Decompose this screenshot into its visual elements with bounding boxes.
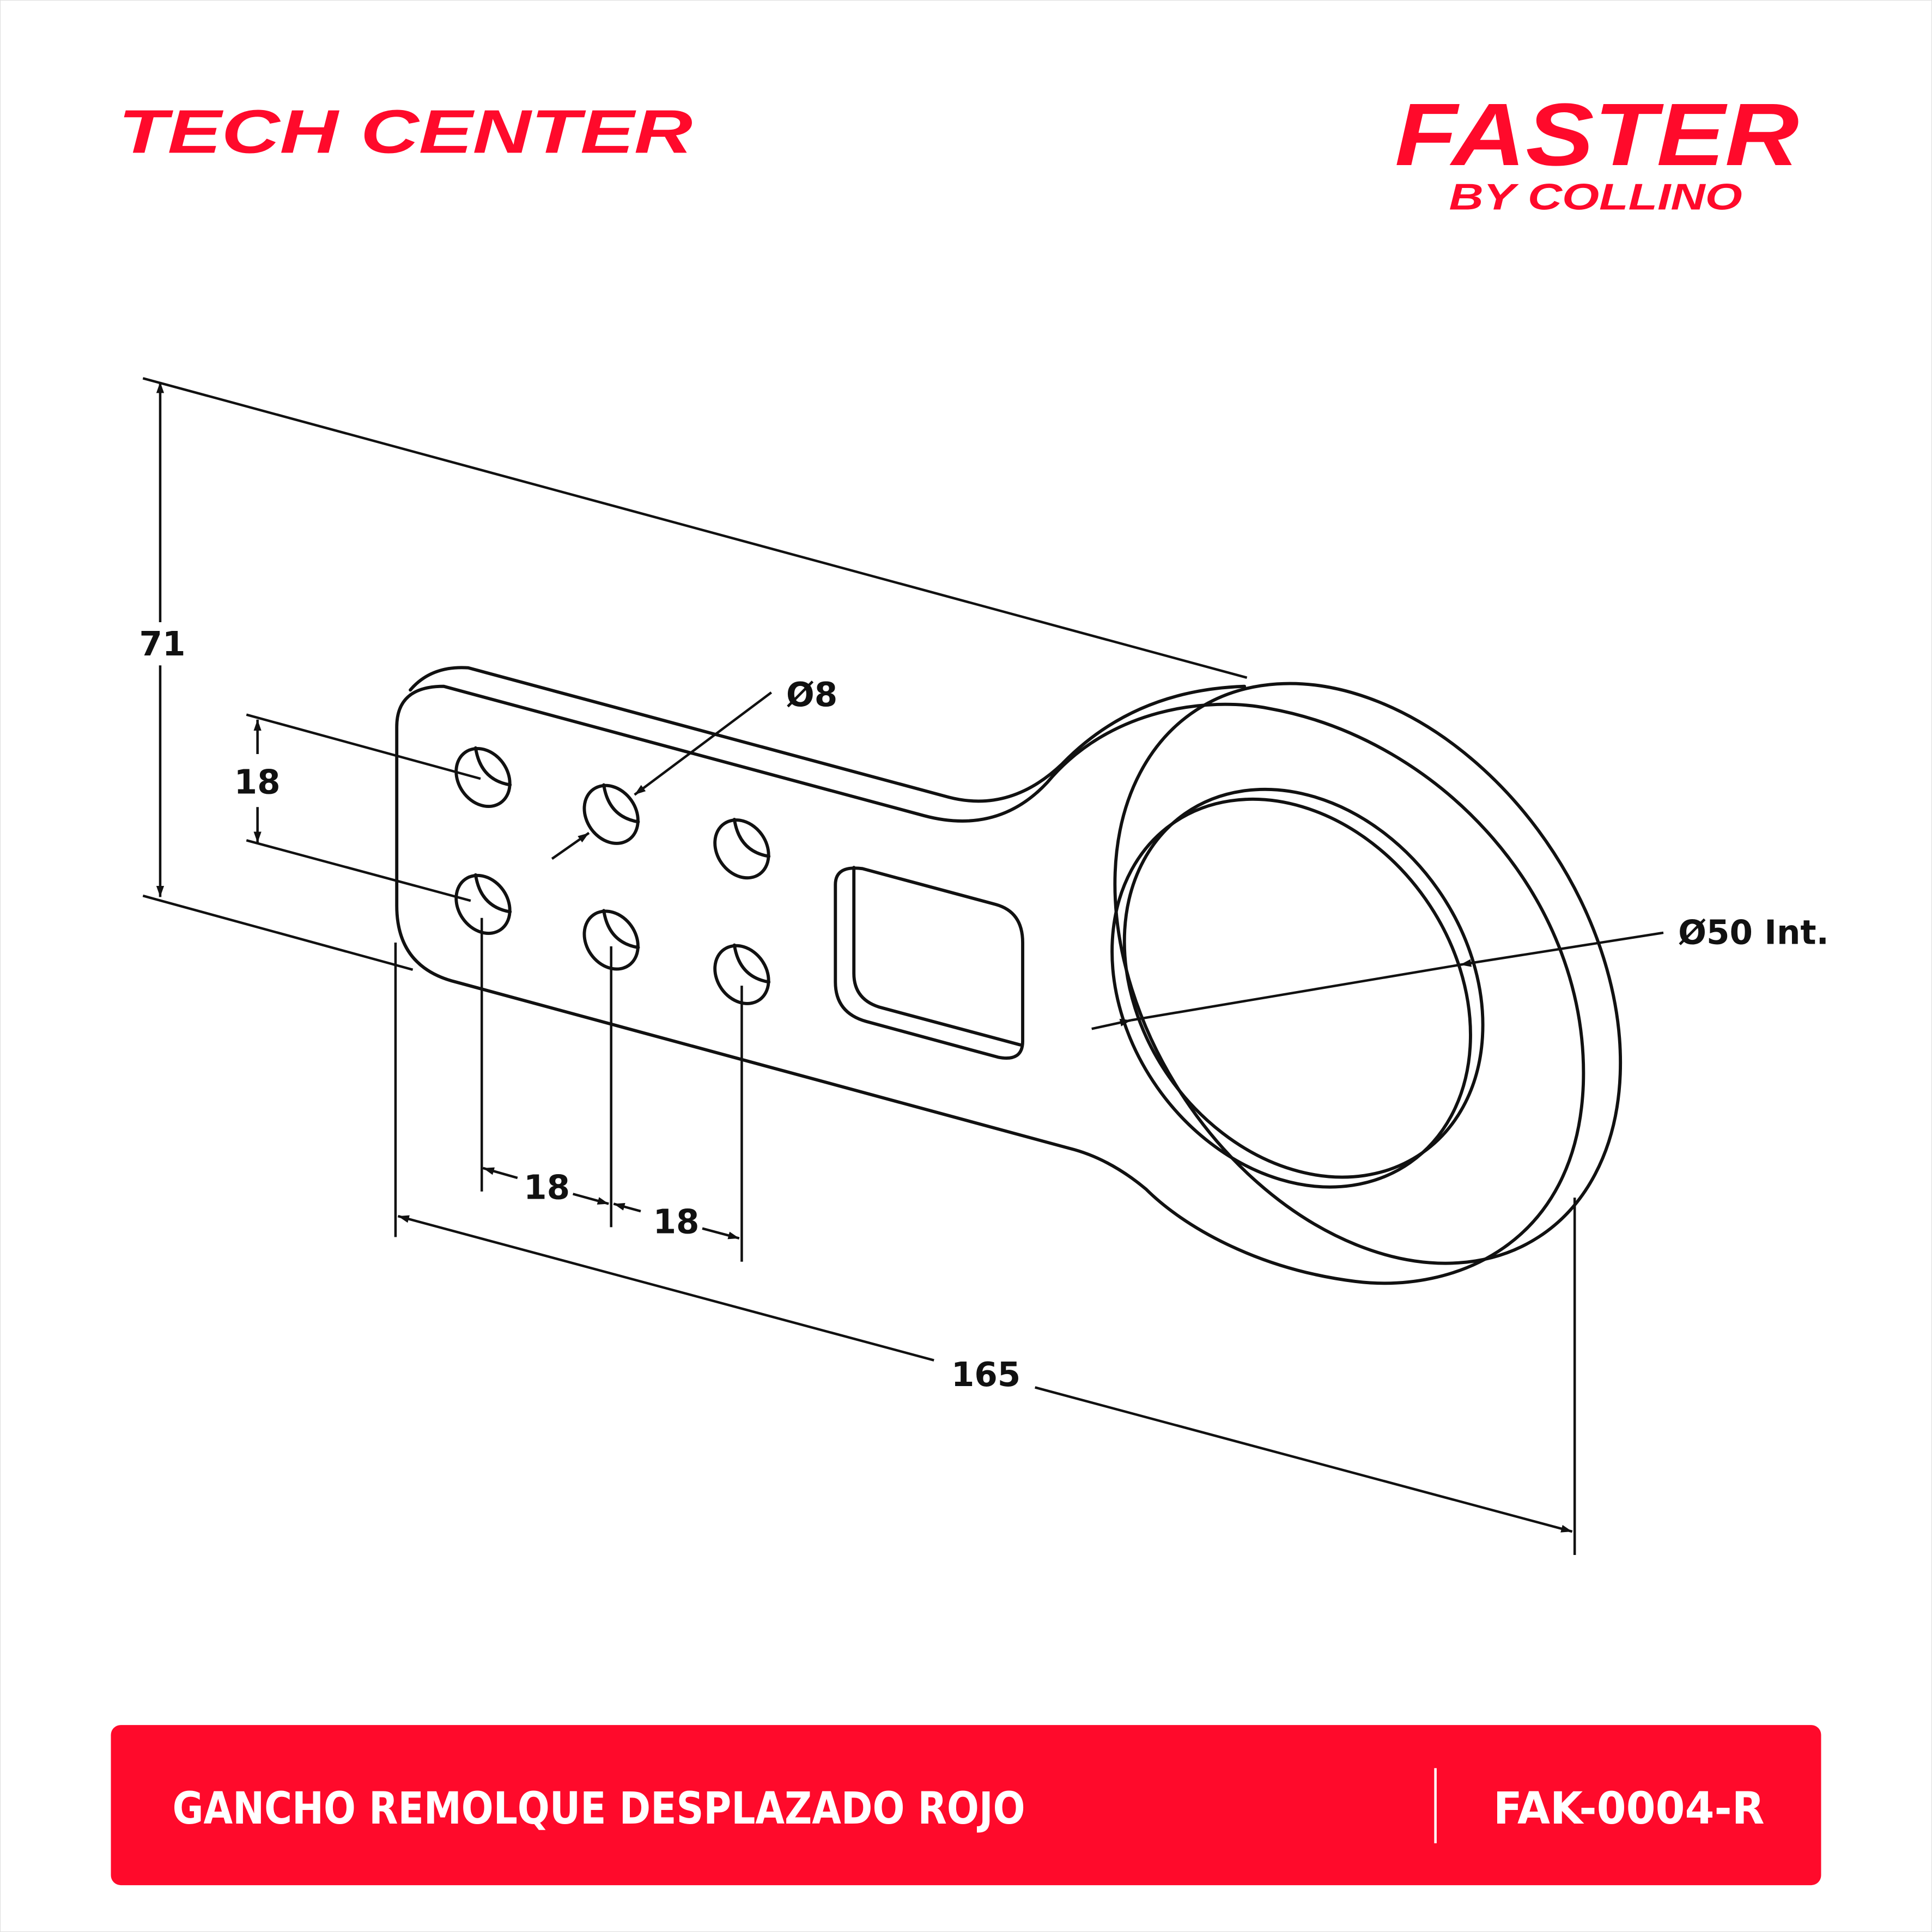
part-back-edge <box>409 666 1247 803</box>
hole <box>713 943 771 1005</box>
slot-outline <box>834 866 1024 1060</box>
dim-ring-diameter-label: Ø50 Int. <box>1678 913 1829 952</box>
dim-hole-spacing-h1-label: 18 <box>524 1168 570 1207</box>
slot-inner-edge <box>852 866 1022 1047</box>
tow-hook-part <box>395 666 1623 1285</box>
dim-length-label: 165 <box>951 1356 1020 1394</box>
ring-inner-back <box>1122 787 1485 1179</box>
hole <box>454 873 512 935</box>
hole <box>582 783 640 845</box>
ring-inner-hole <box>1110 797 1472 1189</box>
dim-hole-spacing-h2-label: 18 <box>653 1203 700 1242</box>
product-name: GANCHO REMOLQUE DESPLAZADO ROJO <box>173 1783 1025 1834</box>
faster-logo: FASTER <box>1395 85 1799 184</box>
hole <box>454 746 512 809</box>
hole <box>713 817 771 880</box>
hole <box>582 909 640 971</box>
product-sku: FAK-0004-R <box>1493 1783 1765 1834</box>
footer-band <box>111 1725 1821 1886</box>
dim-hole-diameter-label: Ø8 <box>786 676 837 714</box>
tech-center-logo: TECH CENTER <box>118 97 692 166</box>
dimension-lines <box>142 377 1664 1555</box>
dim-hole-spacing-vertical-label: 18 <box>234 763 281 801</box>
dim-height-label: 71 <box>139 625 186 664</box>
mounting-holes <box>454 746 771 1005</box>
by-collino-logo: BY COLLINO <box>1449 177 1742 217</box>
part-front-face <box>395 684 1585 1285</box>
ring-back-outline <box>1113 682 1623 1265</box>
